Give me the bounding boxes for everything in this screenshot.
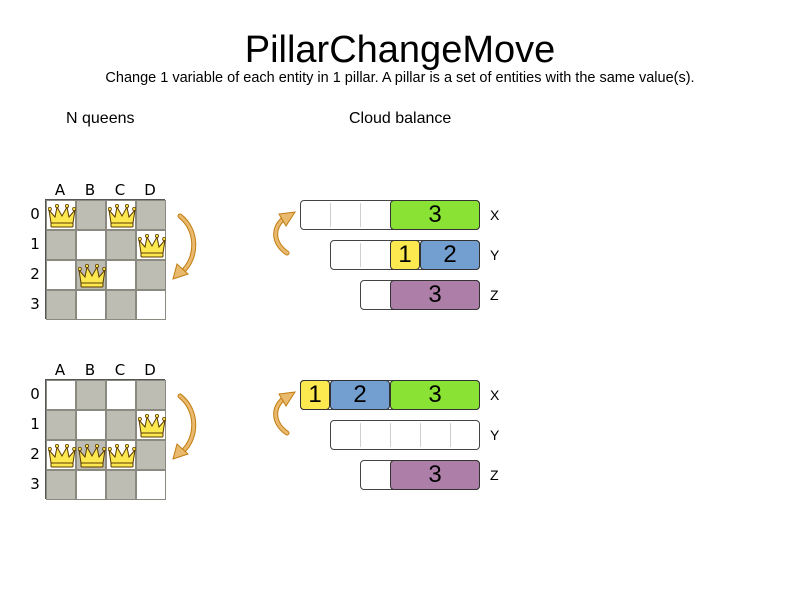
queen-icon xyxy=(108,203,136,228)
board-cell xyxy=(136,290,166,320)
row-label-2: 2 xyxy=(30,445,40,463)
computer-label-x: X xyxy=(490,207,500,223)
queen-icon xyxy=(48,203,76,228)
curved-arrow-icon xyxy=(273,211,296,256)
process-2: 2 xyxy=(330,380,390,410)
capacity-divider xyxy=(390,423,391,447)
board-cell xyxy=(106,260,136,290)
row-label-3: 3 xyxy=(30,475,40,493)
process-1: 1 xyxy=(390,240,420,270)
capacity-divider xyxy=(420,423,421,447)
board-cell xyxy=(106,470,136,500)
curved-arrow-icon xyxy=(273,391,296,436)
column-label-b: B xyxy=(84,361,96,379)
process-3: 3 xyxy=(390,460,480,490)
board-cell xyxy=(106,380,136,410)
process-1: 1 xyxy=(300,380,330,410)
process-3: 3 xyxy=(390,380,480,410)
computer-label-x: X xyxy=(490,387,500,403)
board-cell xyxy=(46,380,76,410)
board-cell xyxy=(136,470,166,500)
process-2: 2 xyxy=(420,240,480,270)
board-cell xyxy=(76,410,106,440)
chessboard xyxy=(45,199,166,320)
curved-arrow-icon xyxy=(172,213,197,280)
computer-label-z: Z xyxy=(490,467,499,483)
capacity-divider xyxy=(330,203,331,227)
row-label-2: 2 xyxy=(30,265,40,283)
board-cell xyxy=(46,290,76,320)
board-cell xyxy=(76,470,106,500)
board-cell xyxy=(136,380,166,410)
column-label-d: D xyxy=(144,361,156,379)
process-3: 3 xyxy=(390,280,480,310)
queen-icon xyxy=(138,233,166,258)
capacity-divider xyxy=(450,423,451,447)
board-cell xyxy=(106,200,136,230)
column-label-c: C xyxy=(114,181,126,199)
board-cell xyxy=(106,440,136,470)
row-label-1: 1 xyxy=(30,235,40,253)
queen-icon xyxy=(108,443,136,468)
cloud-section-label: Cloud balance xyxy=(349,110,452,127)
board-cell xyxy=(76,290,106,320)
board-cell xyxy=(46,470,76,500)
page-title: PillarChangeMove xyxy=(244,29,556,71)
board-cell xyxy=(46,230,76,260)
board-cell xyxy=(46,260,76,290)
queen-icon xyxy=(138,413,166,438)
board-cell xyxy=(46,200,76,230)
computer-label-y: Y xyxy=(490,247,500,263)
column-label-b: B xyxy=(84,181,96,199)
queen-icon xyxy=(78,443,106,468)
queen-icon xyxy=(48,443,76,468)
capacity-divider xyxy=(360,423,361,447)
board-cell xyxy=(46,410,76,440)
queen-icon xyxy=(78,263,106,288)
nqueens-section-label: N queens xyxy=(66,110,135,127)
board-cell xyxy=(106,290,136,320)
process-3: 3 xyxy=(390,200,480,230)
board-cell xyxy=(136,230,166,260)
computer-y xyxy=(330,420,480,450)
board-cell xyxy=(106,230,136,260)
column-label-d: D xyxy=(144,181,156,199)
board-cell xyxy=(106,410,136,440)
board-cell xyxy=(76,260,106,290)
page-subtitle: Change 1 variable of each entity in 1 pi… xyxy=(105,70,695,86)
board-cell xyxy=(76,380,106,410)
board-cell xyxy=(46,440,76,470)
row-label-0: 0 xyxy=(30,205,40,223)
board-cell xyxy=(136,260,166,290)
board-cell xyxy=(76,440,106,470)
row-label-0: 0 xyxy=(30,385,40,403)
row-label-3: 3 xyxy=(30,295,40,313)
curved-arrow-icon xyxy=(172,393,197,460)
column-label-a: A xyxy=(54,361,66,379)
board-cell xyxy=(76,230,106,260)
computer-label-y: Y xyxy=(490,427,500,443)
computer-label-z: Z xyxy=(490,287,499,303)
capacity-divider xyxy=(360,203,361,227)
board-cell xyxy=(136,200,166,230)
chessboard xyxy=(45,379,166,500)
capacity-divider xyxy=(360,243,361,267)
column-label-c: C xyxy=(114,361,126,379)
column-label-a: A xyxy=(54,181,66,199)
row-label-1: 1 xyxy=(30,415,40,433)
board-cell xyxy=(76,200,106,230)
board-cell xyxy=(136,410,166,440)
board-cell xyxy=(136,440,166,470)
